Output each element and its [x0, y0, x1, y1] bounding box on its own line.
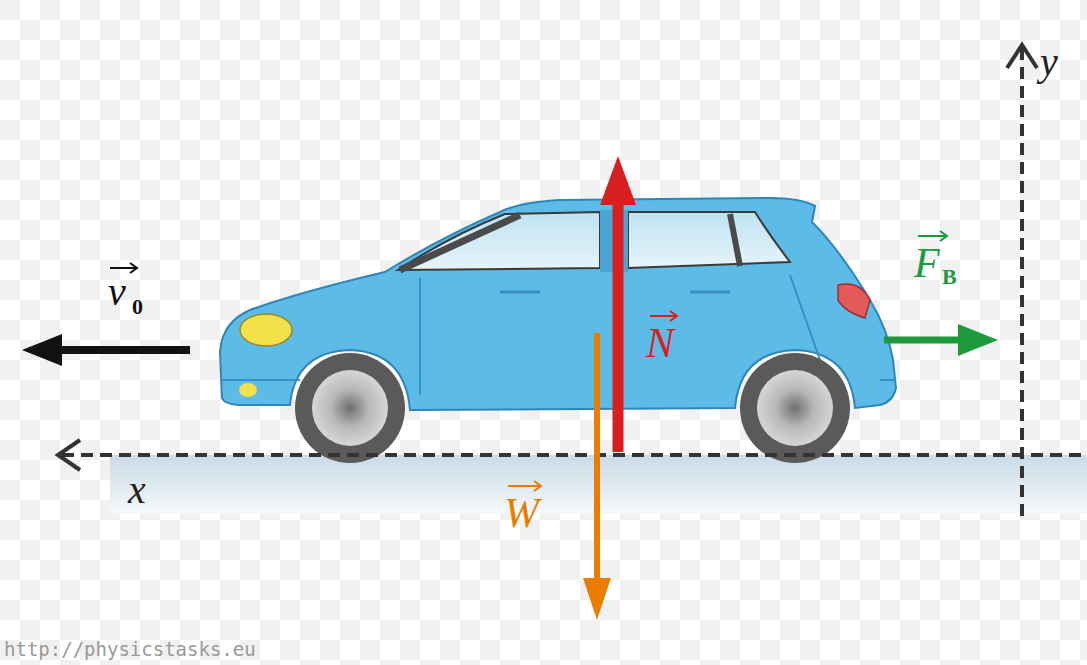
vector-symbol: W	[504, 492, 539, 534]
vector-symbol: N	[646, 322, 674, 364]
braking-force-arrow	[884, 324, 998, 356]
watermark: http://physicstasks.eu	[4, 640, 256, 659]
y-axis	[1020, 48, 1024, 520]
velocity-arrow	[22, 334, 190, 366]
x-axis-head	[58, 440, 80, 470]
vector-symbol: v	[108, 272, 126, 312]
vector-marks	[110, 231, 947, 491]
car	[220, 198, 896, 463]
normal-force-arrow	[600, 156, 636, 452]
vector-symbol: F	[914, 242, 940, 284]
axis-label: y	[1040, 42, 1058, 82]
y-axis-head	[1007, 45, 1037, 68]
x-axis	[62, 453, 1087, 457]
subscript: B	[942, 266, 957, 288]
subscript: 0	[132, 296, 143, 318]
axis-label: x	[128, 470, 146, 510]
weight-arrow	[583, 333, 611, 620]
